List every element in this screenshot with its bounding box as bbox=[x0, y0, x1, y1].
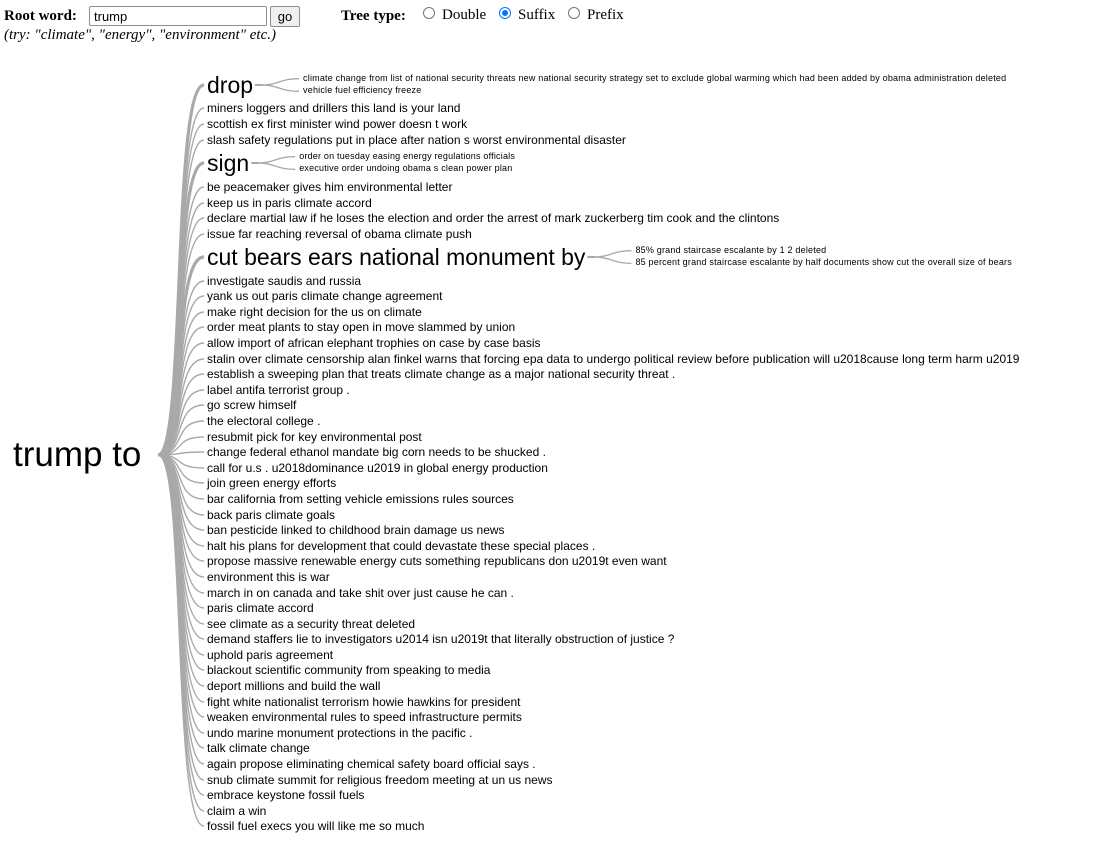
tree-leaf-phrase[interactable]: order on tuesday easing energy regulatio… bbox=[299, 150, 516, 161]
tree-connector bbox=[157, 454, 205, 827]
tree-branch-phrase[interactable]: keep us in paris climate accord bbox=[207, 196, 372, 210]
tree-branch-phrase[interactable]: environment this is war bbox=[207, 570, 330, 584]
tree-branch-phrase[interactable]: resubmit pick for key environmental post bbox=[207, 430, 422, 444]
tree-branch-phrase[interactable]: call for u.s . u2018dominance u2019 in g… bbox=[207, 461, 548, 475]
tree-branch-phrase[interactable]: label antifa terrorist group . bbox=[207, 383, 350, 397]
tree-connector bbox=[261, 78, 300, 86]
tree-connector bbox=[257, 156, 296, 164]
tree-branch-phrase[interactable]: undo marine monument protections in the … bbox=[207, 726, 473, 740]
tree-branch-phrase[interactable]: deport millions and build the wall bbox=[207, 679, 381, 693]
tree-branch-phrase[interactable]: order meat plants to stay open in move s… bbox=[207, 320, 516, 334]
tree-branch-phrase[interactable]: embrace keystone fossil fuels bbox=[207, 788, 365, 802]
tree-branch-phrase[interactable]: investigate saudis and russia bbox=[207, 274, 362, 288]
tree-branch-phrase[interactable]: fossil fuel execs you will like me so mu… bbox=[207, 819, 425, 833]
tree-connector bbox=[157, 373, 205, 456]
tree-connector bbox=[157, 358, 205, 456]
tree-leaf-phrase[interactable]: 85% grand staircase escalante by 1 2 del… bbox=[635, 244, 827, 255]
tree-branch-phrase[interactable]: weaken environmental rules to speed infr… bbox=[207, 710, 522, 724]
tree-branch-phrase[interactable]: sign bbox=[207, 149, 250, 176]
tree-leaf-phrase[interactable]: vehicle fuel efficiency freeze bbox=[303, 85, 422, 96]
go-button[interactable]: go bbox=[270, 6, 300, 27]
tree-branch-phrase[interactable]: demand staffers lie to investigators u20… bbox=[207, 632, 675, 646]
tree-type-double-label[interactable]: Double bbox=[442, 7, 487, 23]
tree-branch-phrase[interactable]: allow import of african elephant trophie… bbox=[207, 336, 541, 350]
tree-type-prefix-radio[interactable] bbox=[568, 7, 580, 19]
tree-type-suffix-label[interactable]: Suffix bbox=[518, 7, 556, 23]
tree-branch-phrase[interactable]: ban pesticide linked to childhood brain … bbox=[207, 523, 505, 537]
tree-type-suffix-radio[interactable] bbox=[499, 7, 511, 19]
tree-branch-phrase[interactable]: join green energy efforts bbox=[207, 476, 337, 490]
tree-branch-phrase[interactable]: drop bbox=[207, 71, 254, 98]
tree-branch-phrase[interactable]: establish a sweeping plan that treats cl… bbox=[207, 367, 676, 381]
tree-root-word[interactable]: trump to bbox=[13, 435, 142, 474]
tree-branch-phrase[interactable]: back paris climate goals bbox=[207, 508, 336, 522]
tree-type-prefix-label[interactable]: Prefix bbox=[587, 7, 624, 23]
tree-connector bbox=[257, 162, 296, 170]
tree-type-double-radio[interactable] bbox=[423, 7, 435, 19]
tree-leaf-phrase[interactable]: 85 percent grand staircase escalante by … bbox=[635, 257, 1012, 268]
tree-branch-phrase[interactable]: stalin over climate censorship alan fink… bbox=[207, 352, 1020, 366]
tree-branch-phrase[interactable]: cut bears ears national monument by bbox=[207, 243, 586, 270]
tree-branch-phrase[interactable]: paris climate accord bbox=[207, 601, 314, 615]
controls-bar: Root word: go (try: "climate", "energy",… bbox=[0, 0, 1107, 48]
tree-branch-phrase[interactable]: go screw himself bbox=[207, 398, 297, 412]
tree-branch-phrase[interactable]: halt his plans for development that coul… bbox=[207, 539, 596, 553]
tree-branch-phrase[interactable]: issue far reaching reversal of obama cli… bbox=[207, 227, 472, 241]
tree-branch-phrase[interactable]: fight white nationalist terrorism howie … bbox=[207, 695, 521, 709]
tree-branch-phrase[interactable]: change federal ethanol mandate big corn … bbox=[207, 445, 546, 459]
tree-branch-phrase[interactable]: blackout scientific community from speak… bbox=[207, 663, 491, 677]
tree-branch-phrase[interactable]: again propose eliminating chemical safet… bbox=[207, 757, 536, 771]
tree-branch-phrase[interactable]: snub climate summit for religious freedo… bbox=[207, 773, 553, 787]
tree-connector bbox=[593, 250, 632, 258]
tree-branch-phrase[interactable]: be peacemaker gives him environmental le… bbox=[207, 180, 453, 194]
tree-branch-phrase[interactable]: uphold paris agreement bbox=[207, 648, 334, 662]
root-word-label: Root word: bbox=[4, 8, 77, 24]
tree-leaf-phrase[interactable]: climate change from list of national sec… bbox=[303, 72, 1007, 83]
tree-branch-phrase[interactable]: bar california from setting vehicle emis… bbox=[207, 492, 514, 506]
tree-branch-phrase[interactable]: scottish ex first minister wind power do… bbox=[207, 117, 468, 131]
tree-branch-phrase[interactable]: talk climate change bbox=[207, 741, 310, 755]
root-word-input[interactable] bbox=[89, 6, 267, 26]
tree-branch-phrase[interactable]: declare martial law if he loses the elec… bbox=[207, 211, 780, 225]
tree-branch-phrase[interactable]: make right decision for the us on climat… bbox=[207, 305, 422, 319]
tree-connector bbox=[261, 84, 300, 92]
tree-leaf-phrase[interactable]: executive order undoing obama s clean po… bbox=[299, 163, 513, 174]
tree-branch-phrase[interactable]: slash safety regulations put in place af… bbox=[207, 133, 626, 147]
tree-branch-phrase[interactable]: see climate as a security threat deleted bbox=[207, 617, 416, 631]
tree-branch-phrase[interactable]: the electoral college . bbox=[207, 414, 321, 428]
tree-type-label: Tree type: bbox=[341, 8, 406, 24]
tree-branch-phrase[interactable]: march in on canada and take shit over ju… bbox=[207, 586, 514, 600]
tree-connector bbox=[593, 256, 632, 264]
example-hint: (try: "climate", "energy", "environment"… bbox=[4, 27, 276, 43]
tree-branch-phrase[interactable]: claim a win bbox=[207, 804, 267, 818]
tree-branch-phrase[interactable]: yank us out paris climate change agreeme… bbox=[207, 289, 443, 303]
tree-branch-phrase[interactable]: propose massive renewable energy cuts so… bbox=[207, 554, 667, 568]
tree-branch-phrase[interactable]: miners loggers and drillers this land is… bbox=[207, 101, 461, 115]
